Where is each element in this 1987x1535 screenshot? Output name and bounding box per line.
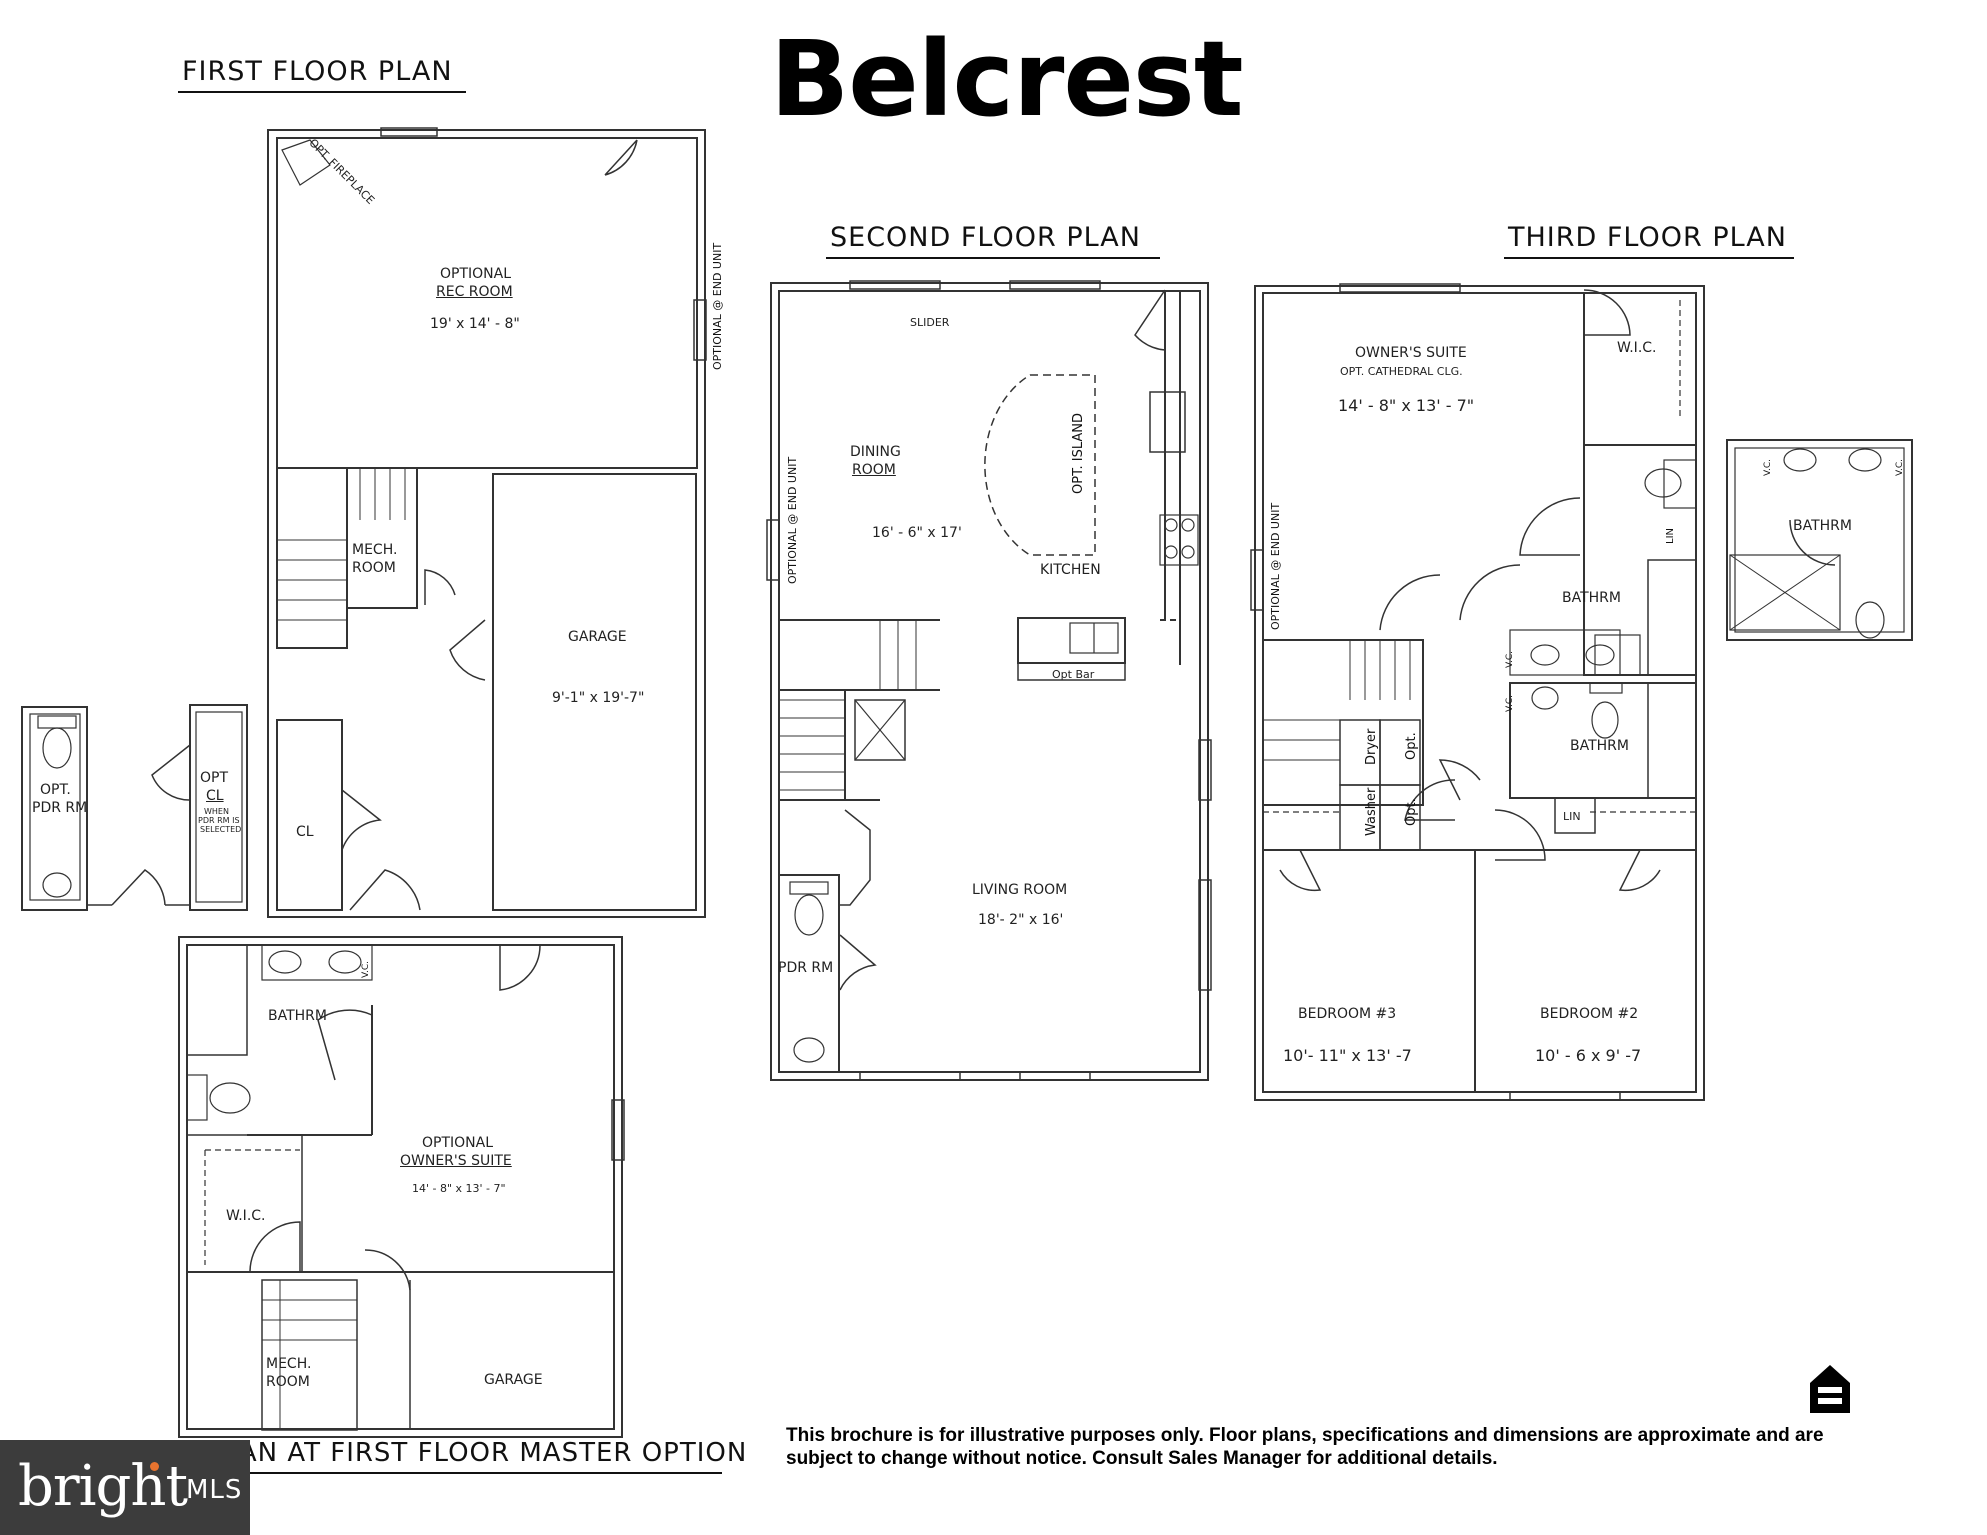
first-end-unit-label: OPTIONAL @ END UNIT: [711, 242, 724, 370]
partial-plan: [178, 936, 625, 1438]
garage-label: GARAGE: [568, 629, 627, 645]
third-bath-1-label: BATHRM: [1562, 590, 1621, 606]
third-bath-2-label: BATHRM: [1570, 738, 1629, 754]
partial-wic-label: W.I.C.: [226, 1208, 266, 1224]
island-label: OPT. ISLAND: [1071, 413, 1086, 494]
partial-mech-label-2: ROOM: [266, 1374, 310, 1390]
second-floor-heading-rule: [826, 257, 1160, 259]
washer-label: Washer: [1364, 787, 1379, 836]
washer-opt-label: Opt.: [1404, 798, 1419, 826]
bedroom-3-size: 10'- 11" x 13' -7: [1283, 1046, 1412, 1065]
partial-suite-label-2: OWNER'S SUITE: [400, 1153, 512, 1169]
owners-suite-size: 14' - 8" x 13' - 7": [1338, 396, 1475, 415]
bedroom-2-size: 10' - 6 x 9' -7: [1535, 1046, 1642, 1065]
living-room-label: LIVING ROOM: [972, 882, 1068, 898]
partial-plan-heading-rule: [82, 1472, 722, 1474]
dryer-label: Dryer: [1364, 728, 1379, 765]
second-powder-room-label: PDR RM: [778, 960, 834, 976]
rec-room-label-1: OPTIONAL: [440, 266, 512, 282]
partial-garage-label: GARAGE: [484, 1372, 543, 1388]
opt-cl-note-1: WHEN: [204, 807, 229, 816]
third-floor-stair-treads: [1263, 640, 1411, 761]
opt-pdr-label-2: PDR RM: [32, 800, 88, 816]
lin-label-1: LIN: [1665, 527, 1676, 544]
bedroom-3-label: BEDROOM #3: [1298, 1006, 1397, 1022]
third-floor-heading: THIRD FLOOR PLAN: [1508, 222, 1787, 253]
lin-label-2: LIN: [1563, 810, 1581, 823]
equal-housing-icon: [1810, 1365, 1850, 1413]
dining-room-label-2: ROOM: [852, 462, 896, 478]
opt-cl-label-2: CL: [206, 788, 224, 804]
opt-cl-note-3: SELECTED: [200, 825, 242, 834]
opt-bar-label: Opt Bar: [1052, 668, 1095, 681]
owners-suite-label: OWNER'S SUITE: [1355, 345, 1467, 361]
second-floor-heading: SECOND FLOOR PLAN: [830, 222, 1141, 253]
third-end-unit-label: OPTIONAL @ END UNIT: [1269, 502, 1282, 630]
first-floor-heading-rule: [178, 91, 466, 93]
mls-logo-word: MLS: [186, 1475, 243, 1505]
first-closet-label: CL: [296, 824, 314, 840]
alt-bath-vc-label-1: V.C.: [1763, 458, 1773, 476]
second-floor-stair-treads: [779, 620, 917, 791]
rec-room-size: 19' x 14' - 8": [430, 316, 520, 332]
disclaimer-line-2: subject to change without notice. Consul…: [786, 1447, 1498, 1469]
first-floor-stair-treads: [277, 468, 406, 621]
third-bath-vc-label-2: V.C.: [1505, 694, 1515, 712]
first-floor-heading: FIRST FLOOR PLAN: [182, 56, 453, 87]
garage-size: 9'-1" x 19'-7": [552, 690, 645, 706]
logo-accent-dot: [150, 1462, 159, 1471]
third-floor-plan: [1250, 283, 1913, 1101]
living-room-size: 18'- 2" x 16': [978, 912, 1064, 928]
bright-logo-word: bright: [18, 1454, 188, 1519]
dining-room-label-1: DINING: [850, 444, 901, 460]
disclaimer: This brochure is for illustrative purpos…: [786, 1425, 1824, 1471]
bright-mls-logo: bright MLS: [0, 1440, 250, 1535]
opt-cl-note-2: PDR RM IS: [198, 816, 240, 825]
partial-plan-stair-treads: [262, 1280, 357, 1430]
dryer-opt-label: Opt.: [1404, 732, 1419, 760]
third-floor-heading-rule: [1504, 257, 1794, 259]
third-wic-label: W.I.C.: [1617, 340, 1657, 356]
mech-room-label-1: MECH.: [352, 542, 398, 558]
disclaimer-line-1: This brochure is for illustrative purpos…: [786, 1425, 1824, 1446]
dining-room-size: 16' - 6" x 17': [872, 525, 962, 541]
mech-room-label-2: ROOM: [352, 560, 396, 576]
partial-suite-label-1: OPTIONAL: [422, 1135, 494, 1151]
owners-suite-note: OPT. CATHEDRAL CLG.: [1340, 365, 1463, 378]
brochure-title: Belcrest: [770, 18, 1244, 140]
slider-label: SLIDER: [910, 316, 950, 329]
opt-cl-label-1: OPT: [200, 770, 229, 786]
kitchen-label: KITCHEN: [1040, 562, 1101, 578]
opt-pdr-label-1: OPT.: [40, 782, 71, 798]
bedroom-2-label: BEDROOM #2: [1540, 1006, 1639, 1022]
third-bath-vc-label-1: V.C.: [1505, 650, 1515, 668]
alt-bath-label: BATHRM: [1793, 518, 1852, 534]
rec-room-label-2: REC ROOM: [436, 284, 513, 300]
second-end-unit-label: OPTIONAL @ END UNIT: [786, 456, 799, 584]
partial-vc-label: V.C.: [361, 960, 371, 978]
partial-bath-label: BATHRM: [268, 1008, 327, 1024]
first-floor-plan: [21, 127, 707, 918]
alt-bath-vc-label-2: V.C.: [1895, 458, 1905, 476]
second-floor-plan: [766, 280, 1212, 1081]
partial-suite-size: 14' - 8" x 13' - 7": [412, 1182, 506, 1195]
partial-mech-label-1: MECH.: [266, 1356, 312, 1372]
